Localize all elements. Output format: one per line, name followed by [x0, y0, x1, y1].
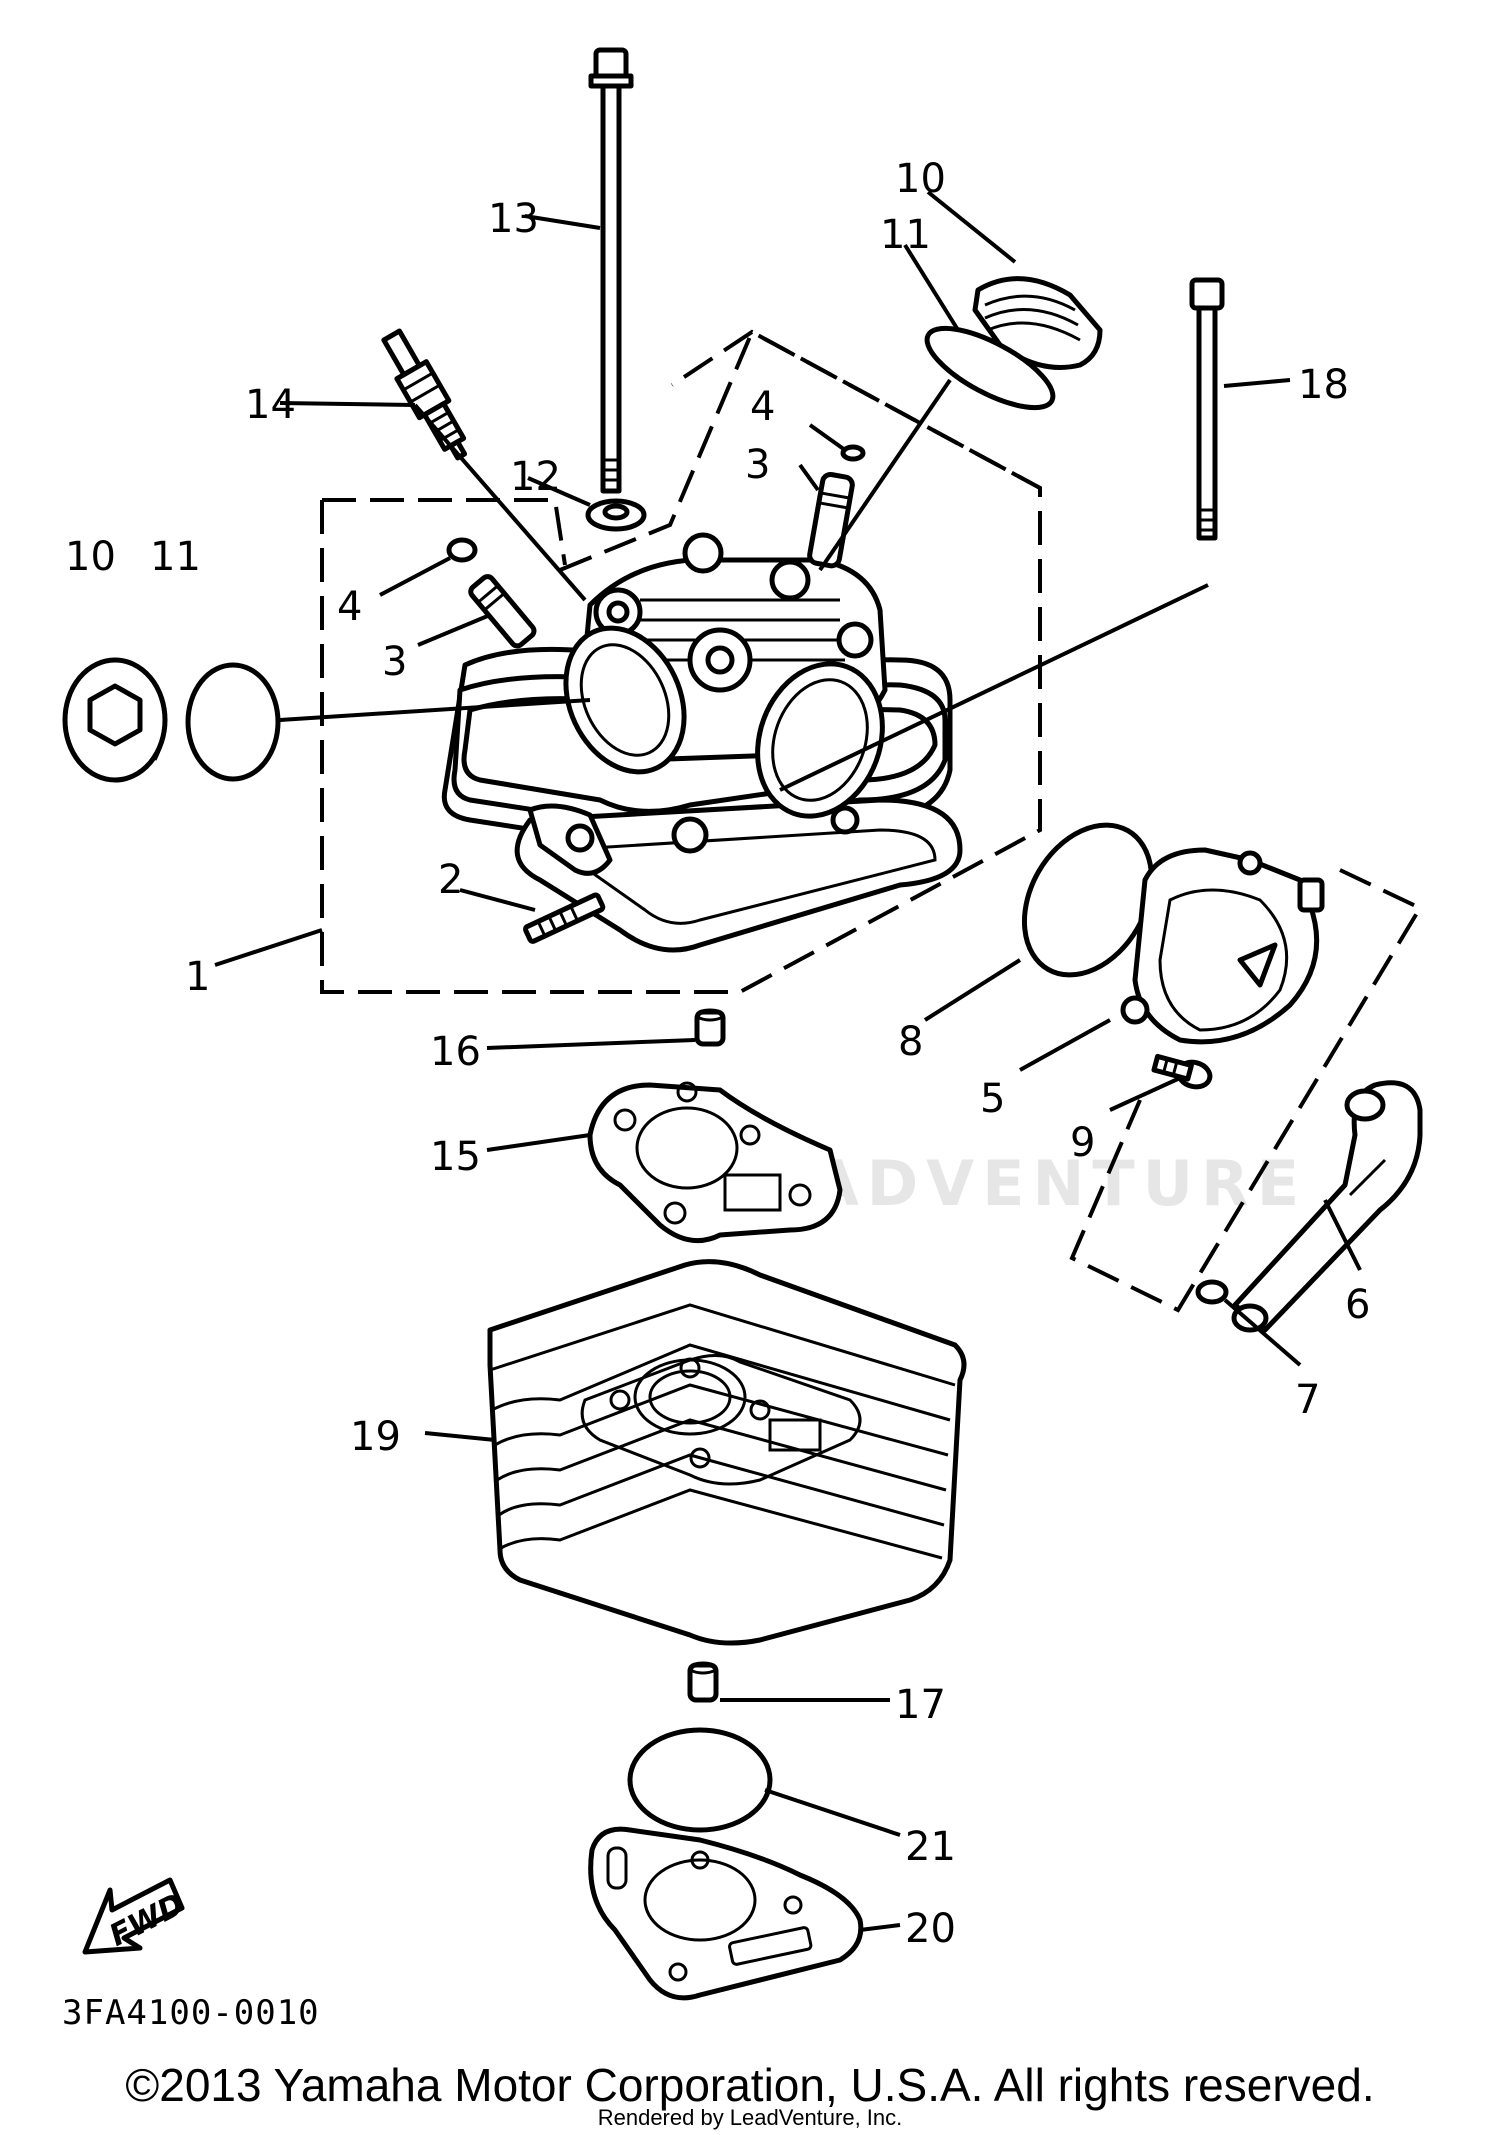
group-outline-head: [320, 329, 1042, 994]
part-18-bolt[interactable]: [1189, 277, 1225, 541]
callout-17: 17: [895, 1682, 946, 1728]
callout-11-right: 11: [880, 212, 931, 258]
part-20-base-gasket[interactable]: [588, 1826, 864, 2001]
rendered-by-credit: Rendered by LeadVenture, Inc.: [597, 2105, 903, 2130]
part-8-o-ring[interactable]: [999, 802, 1178, 998]
part-13-bolt[interactable]: [588, 47, 634, 494]
callout-10-right: 10: [895, 156, 946, 202]
callout-2: 2: [438, 857, 463, 903]
callout-5: 5: [980, 1076, 1005, 1122]
leader-lines: [214, 190, 1362, 1932]
group-outline-valve-upper: [559, 329, 1041, 572]
fwd-arrow: FWD: [82, 1877, 190, 1955]
part-5-cover[interactable]: [1120, 847, 1325, 1045]
callout-9: 9: [1070, 1120, 1095, 1166]
callout-1: 1: [185, 954, 210, 1000]
callout-21: 21: [905, 1824, 956, 1870]
callout-7: 7: [1295, 1377, 1320, 1423]
callout-18: 18: [1298, 362, 1349, 408]
callout-11-left: 11: [150, 534, 201, 580]
part-11-o-ring-left[interactable]: [185, 662, 281, 782]
part-4-clip-left[interactable]: [446, 537, 478, 563]
part-10-cap-left[interactable]: [62, 657, 168, 783]
part-16-dowel[interactable]: [694, 1008, 726, 1047]
part-21-o-ring[interactable]: [627, 1727, 773, 1833]
callout-19: 19: [350, 1414, 401, 1460]
group-outline-lower-left: [322, 498, 567, 566]
callout-4-left: 4: [337, 584, 362, 630]
callout-4-right: 4: [750, 384, 775, 430]
group-outline-breather: [1069, 868, 1423, 1313]
callout-13: 13: [488, 196, 539, 242]
copyright-notice: ©2013 Yamaha Motor Corporation, U.S.A. A…: [125, 2059, 1375, 2111]
part-15-head-gasket[interactable]: [587, 1081, 843, 1244]
part-4-clip-right[interactable]: [840, 444, 866, 462]
callout-3-left: 3: [382, 639, 407, 685]
part-12-washer[interactable]: [585, 498, 647, 532]
part-17-dowel[interactable]: [687, 1661, 719, 1703]
part-14-spark-plug[interactable]: [377, 327, 476, 464]
part-3-valve-guide-left[interactable]: [468, 574, 537, 649]
part-2-stud[interactable]: [523, 892, 606, 944]
callout-14: 14: [245, 382, 296, 428]
part-7-clip[interactable]: [1195, 1279, 1229, 1305]
part-19-cylinder[interactable]: [487, 1259, 967, 1646]
diagram-code: 3FA4100-0010: [62, 1993, 320, 2033]
callout-20: 20: [905, 1906, 956, 1952]
callout-3-right: 3: [745, 442, 770, 488]
callout-15: 15: [430, 1134, 481, 1180]
callout-10-left: 10: [65, 534, 116, 580]
callout-6: 6: [1345, 1282, 1370, 1328]
callout-8: 8: [898, 1019, 923, 1065]
part-11-o-ring-right[interactable]: [916, 313, 1063, 423]
callout-16: 16: [430, 1029, 481, 1075]
part-1-cylinder-head[interactable]: [441, 532, 963, 953]
part-9-screw[interactable]: [1151, 1053, 1213, 1091]
callout-12: 12: [510, 454, 561, 500]
